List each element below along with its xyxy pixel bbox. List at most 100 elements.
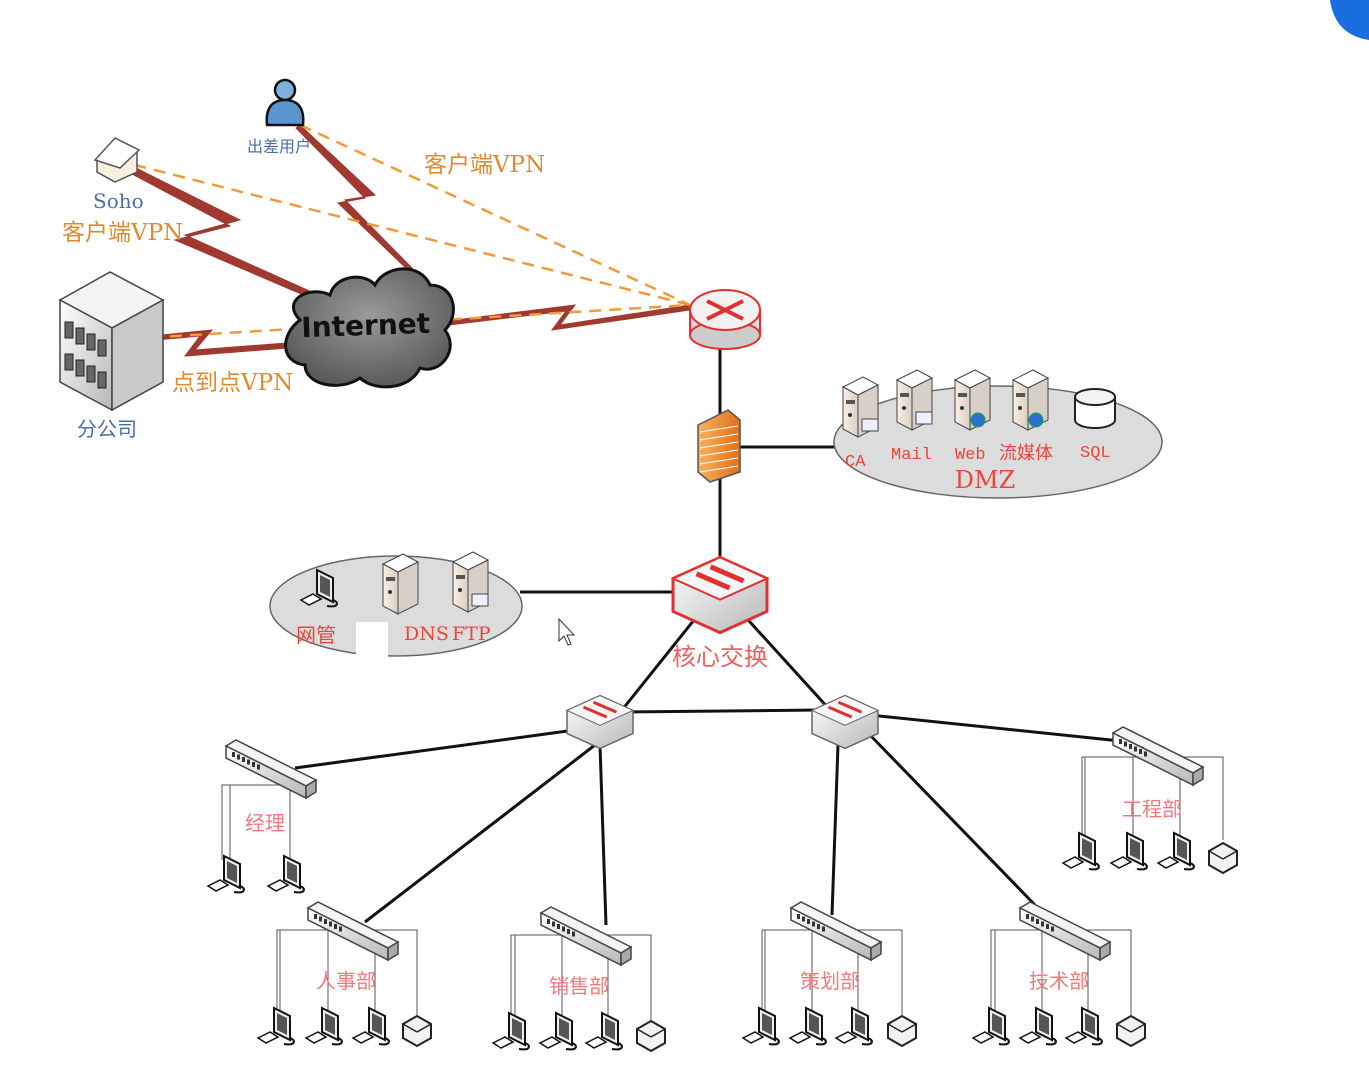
dmz-server-label-web: Web — [955, 446, 986, 465]
pc-screen — [992, 1013, 1002, 1035]
switch-port — [807, 919, 810, 924]
user-icon — [265, 78, 305, 127]
switch-port — [314, 914, 317, 919]
firewall-icon — [697, 409, 741, 483]
distribution-switch-left-icon — [565, 694, 635, 750]
redacted-patch — [356, 622, 388, 660]
core-switch-label: 核心交换 — [672, 643, 768, 671]
mgmt-label-dns: DNS — [404, 623, 449, 645]
printer-body — [1116, 1014, 1146, 1048]
card-icon — [861, 418, 879, 432]
pc-screen — [605, 1018, 615, 1040]
dmz-server-label-mail: Mail — [891, 446, 932, 465]
dept-label-tech: 技术部 — [1029, 969, 1089, 993]
web-server-icon — [953, 369, 992, 431]
server-front — [382, 563, 399, 615]
sales-printer-icon — [636, 1019, 666, 1053]
dept-label-sales: 销售部 — [549, 974, 609, 998]
building-window — [97, 371, 107, 389]
pc-keyboard — [1018, 1031, 1042, 1044]
wan-link-travel-user — [295, 124, 413, 271]
switch-port — [802, 916, 805, 922]
pc-stand — [998, 1037, 1010, 1046]
engineering-pc-icon — [1061, 831, 1100, 871]
engineering-switch-icon — [1111, 726, 1205, 787]
dmz-server-label-ca: CA — [845, 453, 866, 472]
router-arrows — [706, 299, 744, 321]
pc-screen — [559, 1018, 569, 1040]
soho-house-icon — [93, 137, 141, 183]
soho-label: Soho — [93, 189, 144, 213]
printer-edge — [650, 1028, 666, 1038]
mgmt-label-nms: 网管 — [296, 623, 336, 647]
switch-port — [324, 919, 327, 924]
switch-port — [252, 762, 255, 767]
link-dist-tech — [868, 733, 1037, 907]
user-head — [273, 78, 297, 102]
pc-keyboard — [538, 1036, 562, 1049]
sales-switch-icon — [539, 906, 633, 967]
planning-printer-icon — [887, 1014, 917, 1048]
core-switch-icon — [670, 555, 770, 635]
printer-edge — [1222, 850, 1238, 860]
nodes-layer — [58, 78, 1238, 1053]
pc-stand — [326, 599, 338, 608]
manager-switch-icon — [224, 739, 318, 800]
server-front — [842, 386, 859, 438]
printer-edge — [1130, 1023, 1146, 1033]
pc-keyboard — [299, 593, 323, 606]
building-window — [75, 359, 85, 377]
mouse-cursor-icon — [558, 617, 576, 646]
firewall-brick-line — [699, 441, 739, 449]
hr-pc-icon — [304, 1006, 343, 1046]
engineering-printer-icon — [1208, 841, 1238, 875]
printer-edge — [1116, 1023, 1132, 1033]
switch-port — [822, 926, 825, 932]
printer-body — [887, 1014, 917, 1048]
printer-body — [1208, 841, 1238, 875]
ftp-server-icon — [451, 551, 490, 613]
switch-port — [1051, 926, 1054, 932]
pc-stand — [611, 1042, 623, 1051]
pc-keyboard — [351, 1031, 375, 1044]
tech-switch-icon — [1018, 901, 1112, 962]
pc-screen — [320, 575, 330, 597]
internet-cloud-icon — [284, 267, 455, 389]
cloud-shape — [284, 267, 455, 389]
server-drive — [846, 400, 855, 404]
switch-side — [1099, 940, 1111, 962]
travel-user-label: 出差用户 — [247, 137, 311, 156]
firewall-brick-line — [699, 465, 739, 473]
pc-keyboard — [304, 1031, 328, 1044]
link-dist-planning — [830, 744, 840, 916]
switch-side — [620, 945, 632, 967]
switch-port — [247, 759, 250, 765]
pc-stand — [293, 885, 305, 894]
hr-pc-icon — [351, 1006, 390, 1046]
server-led — [902, 406, 906, 410]
switch-port — [1031, 916, 1034, 922]
server-drive — [456, 575, 465, 579]
pc-stand — [378, 1037, 390, 1046]
dmz-server-label-streaming: 流媒体 — [999, 443, 1053, 464]
pc-stand — [768, 1037, 780, 1046]
switch-port — [572, 931, 575, 937]
corner-badge — [1330, 0, 1369, 40]
link-dist-hr — [364, 743, 596, 924]
dept-label-hr: 人事部 — [316, 969, 376, 993]
hr-pc-icon — [256, 1006, 295, 1046]
building-window — [86, 365, 96, 383]
soho-vpn-label: 客户端VPN — [62, 220, 183, 246]
switch-port — [1134, 746, 1137, 752]
printer-edge — [636, 1028, 652, 1038]
pc-stand — [861, 1037, 873, 1046]
switch-port — [1119, 739, 1122, 744]
switch-top — [670, 556, 770, 601]
pc-keyboard — [206, 879, 230, 892]
pc-keyboard — [1109, 856, 1133, 869]
printer-edge — [416, 1023, 432, 1033]
switch-port — [547, 919, 550, 924]
server-drive — [1016, 393, 1025, 397]
dmz-server-label-sql: SQL — [1080, 444, 1111, 463]
